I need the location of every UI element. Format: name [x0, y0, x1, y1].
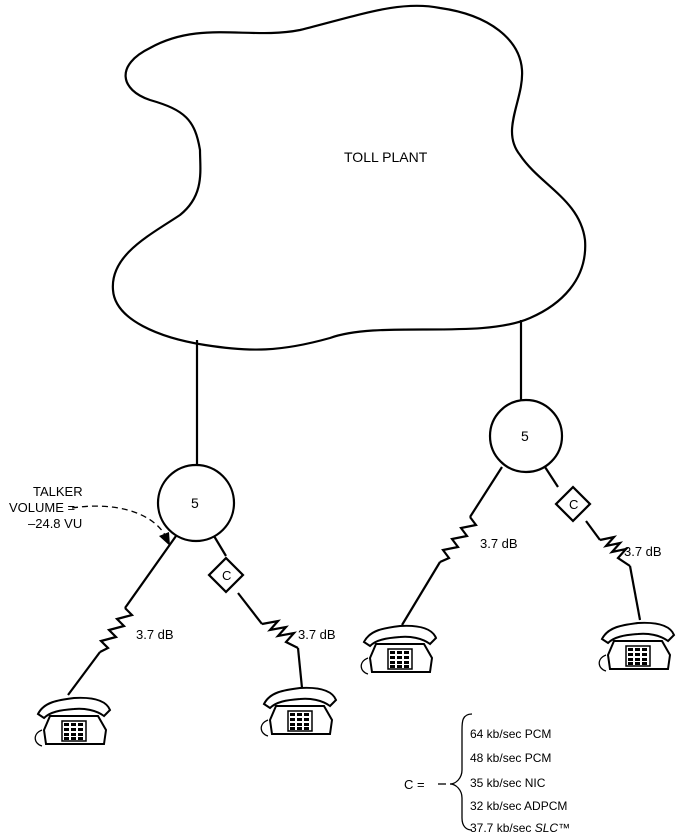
- telephone-icon: [360, 624, 437, 675]
- talker-arrow: [71, 505, 166, 536]
- talker-line1: TALKER: [33, 484, 83, 499]
- resistor-zigzag: [98, 607, 135, 653]
- left-right-branch: C 3.7 dB: [207, 535, 336, 689]
- switching-office-circle: [156, 463, 236, 543]
- telephone-icon: [598, 621, 675, 672]
- cloud-label: TOLL PLANT: [344, 149, 428, 165]
- legend-brace: [449, 713, 473, 831]
- loss-label-rr: 3.7 dB: [624, 544, 662, 559]
- legend-item-2: 48 kb/sec PCM: [470, 751, 551, 765]
- arrow-head-icon: [159, 532, 170, 546]
- legend-prefix: C =: [404, 777, 425, 792]
- toll-plant-cloud: [111, 4, 587, 351]
- legend-item-1: 64 kb/sec PCM: [470, 727, 551, 741]
- legend-item-5: 37.7 kb/sec SLC™: [470, 821, 570, 835]
- loss-label-ll: 3.7 dB: [136, 627, 174, 642]
- telephone-icon: [34, 696, 111, 747]
- telephone-icon: [260, 686, 337, 737]
- office-right: 5: [488, 398, 564, 474]
- loss-label-rl: 3.7 dB: [480, 536, 518, 551]
- switching-office-circle: [488, 398, 564, 474]
- codec-label-right: C: [569, 497, 578, 512]
- office-left-label: 5: [191, 495, 199, 511]
- right-left-branch: 3.7 dB: [401, 466, 518, 626]
- legend-item-4: 32 kb/sec ADPCM: [470, 799, 567, 813]
- right-right-branch: C 3.7 dB: [544, 466, 662, 621]
- office-right-label: 5: [521, 428, 529, 444]
- office-left: 5: [156, 463, 236, 543]
- talker-line2: VOLUME =: [9, 500, 75, 515]
- left-left-branch: 3.7 dB: [67, 535, 177, 696]
- legend-item-3: 35 kb/sec NIC: [470, 776, 546, 790]
- talker-line3: –24.8 VU: [28, 516, 82, 531]
- codec-box: [207, 556, 245, 594]
- resistor-zigzag: [261, 619, 299, 649]
- codec-label-left: C: [222, 568, 231, 583]
- resistor-zigzag: [599, 535, 631, 567]
- codec-box: [554, 485, 592, 523]
- resistor-zigzag: [439, 516, 478, 564]
- codec-legend: C = 64 kb/sec PCM 48 kb/sec PCM 35 kb/se…: [404, 713, 570, 835]
- loss-label-lr: 3.7 dB: [298, 627, 336, 642]
- talker-volume-annotation: TALKER VOLUME = –24.8 VU: [9, 484, 170, 546]
